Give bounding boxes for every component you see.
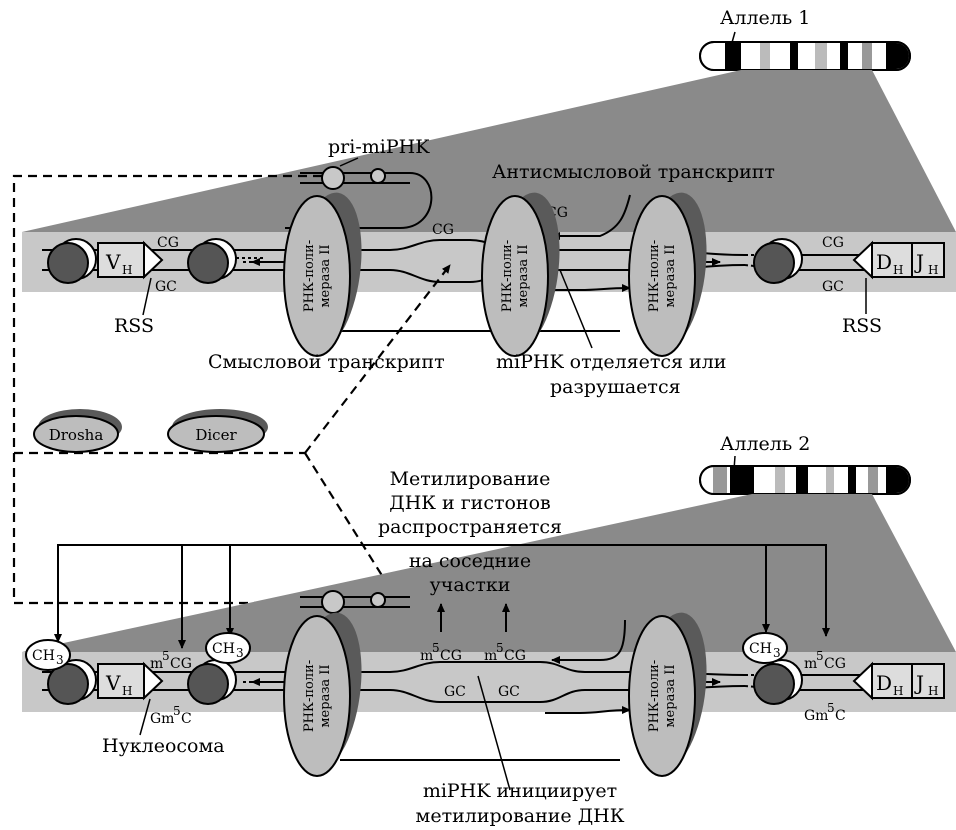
- chromosome-1: [700, 42, 910, 70]
- dicer-label: Dicer: [195, 426, 237, 444]
- gc-center-2a: GC: [444, 684, 466, 700]
- svg-text:Метилирование: Метилирование: [390, 468, 551, 490]
- svg-text:мераза II: мераза II: [663, 664, 678, 727]
- svg-text:H: H: [122, 684, 132, 698]
- svg-text:Gm: Gm: [150, 711, 174, 727]
- svg-text:мераза II: мераза II: [663, 244, 678, 307]
- dh-jh-segment-2: D H J H: [854, 664, 944, 698]
- nucleosome-label: Нуклеосома: [102, 735, 225, 757]
- svg-text:CG: CG: [170, 656, 192, 672]
- svg-text:5: 5: [173, 704, 181, 718]
- svg-text:мераза II: мераза II: [318, 664, 333, 727]
- cg-right-1: CG: [822, 235, 844, 251]
- drosha-label: Drosha: [49, 426, 104, 444]
- mirna-initiates-line2: метилирование ДНК: [416, 805, 625, 827]
- svg-text:J: J: [914, 250, 924, 274]
- svg-text:РНК-поли-: РНК-поли-: [647, 240, 662, 312]
- ch3-tag-right: CH 3: [743, 633, 787, 663]
- ch3-tag-middle: CH 3: [206, 633, 250, 663]
- svg-text:D: D: [876, 250, 892, 274]
- antisense-label: Антисмысловой транскрипт: [492, 161, 775, 183]
- svg-text:мераза II: мераза II: [318, 244, 333, 307]
- chromosome-2: [700, 466, 910, 494]
- drosha-enzyme: Drosha: [34, 409, 122, 452]
- svg-text:на соседние: на соседние: [409, 550, 531, 572]
- mirna-detach-line2: разрушается: [550, 376, 681, 398]
- svg-text:Gm: Gm: [804, 708, 828, 724]
- svg-text:CG: CG: [504, 648, 526, 664]
- svg-text:C: C: [181, 711, 192, 727]
- zoom-wedge-1: [22, 70, 956, 232]
- svg-text:3: 3: [56, 653, 64, 667]
- svg-text:участки: участки: [430, 574, 511, 596]
- pri-mirna-label: pri-miPHK: [328, 136, 430, 158]
- allele1-label: Аллель 1: [720, 7, 810, 29]
- rss-label-right-1: RSS: [842, 315, 882, 337]
- gc-center-2b: GC: [498, 684, 520, 700]
- svg-text:D: D: [876, 671, 892, 695]
- mirna-initiates-line1: miPHK инициирует: [423, 780, 617, 802]
- allele2-label: Аллель 2: [720, 433, 810, 455]
- dh-jh-segment-1: D H J H: [854, 243, 944, 277]
- svg-text:РНК-поли-: РНК-поли-: [647, 660, 662, 732]
- mirna-detach-line1: miPHK отделяется или: [496, 351, 726, 373]
- svg-text:РНК-поли-: РНК-поли-: [302, 660, 317, 732]
- svg-text:CH: CH: [749, 641, 772, 657]
- cg-left-1: CG: [157, 235, 179, 251]
- cg-center-1: CG: [432, 222, 454, 238]
- svg-text:C: C: [835, 708, 846, 724]
- dicer-enzyme: Dicer: [168, 409, 268, 452]
- sense-transcript-label: Смысловой транскрипт: [208, 351, 445, 373]
- svg-text:H: H: [928, 684, 938, 698]
- svg-text:V: V: [105, 671, 121, 695]
- svg-text:V: V: [105, 250, 121, 274]
- allele2-pointer: [734, 456, 735, 470]
- rss-label-left-1: RSS: [114, 315, 154, 337]
- svg-text:CH: CH: [212, 641, 235, 657]
- gc-left-1: GC: [155, 279, 177, 295]
- ch3-tag-left: CH 3: [26, 640, 70, 670]
- svg-text:CG: CG: [824, 656, 846, 672]
- svg-text:ДНК и гистонов: ДНК и гистонов: [389, 492, 550, 514]
- svg-text:H: H: [928, 263, 938, 277]
- svg-text:5: 5: [827, 701, 835, 715]
- gc-right-1: GC: [822, 279, 844, 295]
- svg-text:H: H: [122, 263, 132, 277]
- svg-text:РНК-поли-: РНК-поли-: [302, 240, 317, 312]
- svg-text:3: 3: [773, 646, 781, 660]
- svg-text:CG: CG: [440, 648, 462, 664]
- svg-text:РНК-поли-: РНК-поли-: [500, 240, 515, 312]
- svg-text:H: H: [893, 263, 903, 277]
- svg-text:CH: CH: [32, 648, 55, 664]
- svg-text:мераза II: мераза II: [516, 244, 531, 307]
- svg-text:5: 5: [816, 649, 824, 663]
- svg-text:5: 5: [162, 649, 170, 663]
- svg-text:распространяется: распространяется: [378, 516, 562, 538]
- svg-text:5: 5: [432, 641, 440, 655]
- svg-text:3: 3: [236, 646, 244, 660]
- svg-text:H: H: [893, 684, 903, 698]
- svg-text:5: 5: [496, 641, 504, 655]
- svg-text:J: J: [914, 671, 924, 695]
